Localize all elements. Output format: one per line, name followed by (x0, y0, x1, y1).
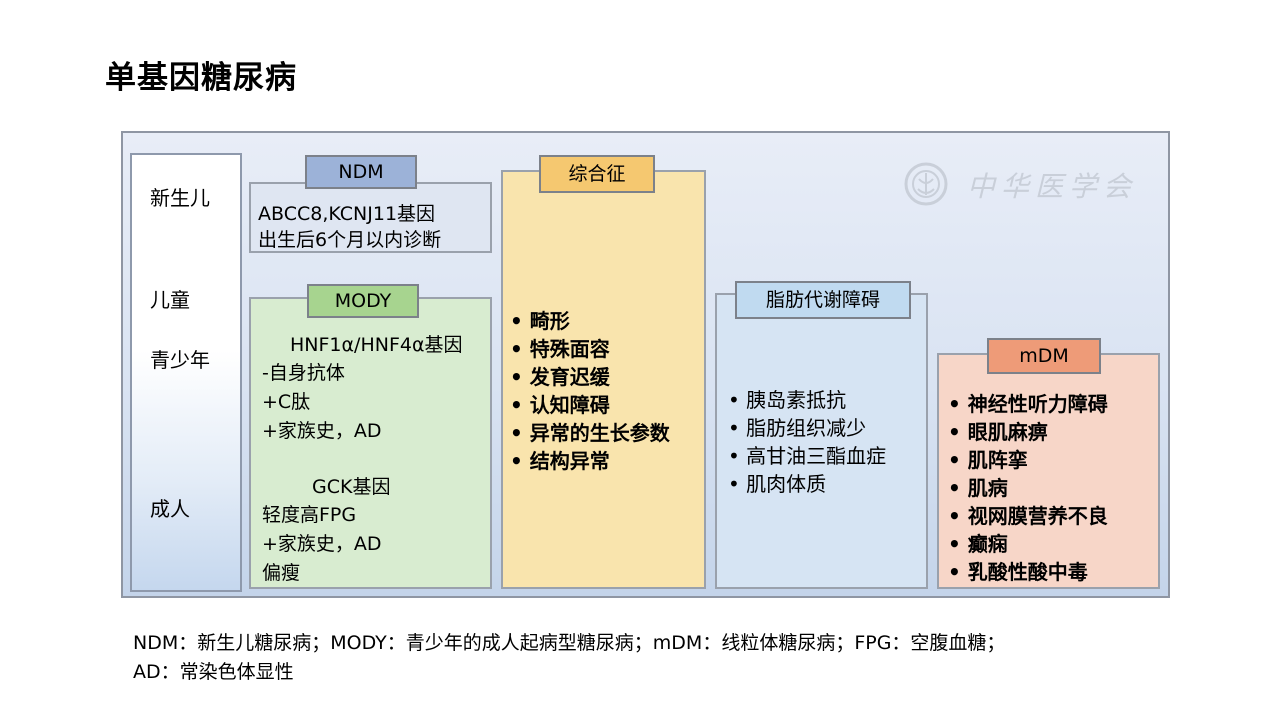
bullet-icon: • (728, 416, 740, 440)
lipodystrophy-item: • 胰岛素抵抗 (728, 388, 847, 412)
lipodystrophy-item: • 脂肪组织减少 (728, 416, 867, 440)
syndrome-item: • 结构异常 (510, 449, 610, 473)
bullet-icon: • (510, 337, 523, 361)
footnote-line-1: NDM：新生儿糖尿病；MODY：青少年的成人起病型糖尿病；mDM：线粒体糖尿病；… (133, 632, 1006, 654)
age-adult: 成人 (150, 497, 190, 521)
mdm-item: • 癫痫 (948, 532, 1008, 556)
bullet-icon: • (728, 444, 740, 468)
syndrome-item: • 畸形 (510, 309, 570, 333)
ndm-panel (249, 182, 492, 253)
mdm-item: • 神经性听力障碍 (948, 392, 1108, 416)
bullet-icon: • (948, 476, 961, 500)
age-adolescent: 青少年 (150, 348, 210, 372)
mdm-item: • 肌阵挛 (948, 448, 1028, 472)
mdm-item: • 眼肌麻痹 (948, 420, 1048, 444)
syndrome-item: • 发育迟缓 (510, 365, 610, 389)
mdm-tag: mDM (987, 338, 1101, 374)
ndm-tag: NDM (305, 155, 417, 189)
mody-tag: MODY (307, 284, 419, 318)
bullet-icon: • (510, 309, 523, 333)
syndrome-tag: 综合征 (539, 155, 655, 193)
lipodystrophy-item: • 高甘油三酯血症 (728, 444, 887, 468)
syndrome-item: • 异常的生长参数 (510, 421, 670, 445)
bullet-icon: • (948, 392, 961, 416)
mdm-item: • 肌病 (948, 476, 1008, 500)
lipodystrophy-tag: 脂肪代谢障碍 (735, 281, 911, 319)
ndm-gene-text: ABCC8,KCNJ11基因 (258, 203, 436, 225)
mdm-item: • 视网膜营养不良 (948, 504, 1108, 528)
bullet-icon: • (948, 420, 961, 444)
bullet-icon: • (510, 393, 523, 417)
lipodystrophy-item: • 肌肉体质 (728, 472, 827, 496)
footnote-line-2: AD：常染色体显性 (133, 661, 294, 683)
mody-line: +家族史，AD (262, 533, 382, 555)
bullet-icon: • (948, 448, 961, 472)
age-child: 儿童 (150, 288, 190, 312)
mody-line: -自身抗体 (262, 362, 345, 384)
mody-line: +家族史，AD (262, 420, 382, 442)
watermark: 中华医学会 (903, 159, 1153, 209)
bullet-icon: • (510, 365, 523, 389)
page-title: 单基因糖尿病 (105, 60, 297, 96)
mody-line: HNF1α/HNF4α基因 (290, 334, 463, 356)
mody-panel (249, 297, 492, 589)
mdm-item: • 乳酸性酸中毒 (948, 560, 1088, 584)
mody-line: GCK基因 (312, 476, 391, 498)
age-newborn: 新生儿 (150, 186, 210, 210)
mody-line: +C肽 (262, 391, 311, 413)
watermark-text: 中华医学会 (967, 170, 1138, 203)
ndm-diagnosis-text: 出生后6个月以内诊断 (258, 229, 442, 251)
mody-line: 轻度高FPG (262, 504, 357, 526)
bullet-icon: • (728, 472, 740, 496)
bullet-icon: • (948, 504, 961, 528)
syndrome-item: • 认知障碍 (510, 393, 610, 417)
age-axis (130, 153, 242, 592)
mdm-panel (937, 353, 1160, 589)
syndrome-item: • 特殊面容 (510, 337, 610, 361)
bullet-icon: • (948, 532, 961, 556)
bullet-icon: • (948, 560, 961, 584)
lipodystrophy-panel (715, 293, 928, 589)
seal-icon (904, 162, 948, 206)
bullet-icon: • (510, 421, 523, 445)
syndrome-panel (501, 170, 706, 589)
bullet-icon: • (510, 449, 523, 473)
bullet-icon: • (728, 388, 740, 412)
mody-line: 偏瘦 (262, 562, 301, 584)
